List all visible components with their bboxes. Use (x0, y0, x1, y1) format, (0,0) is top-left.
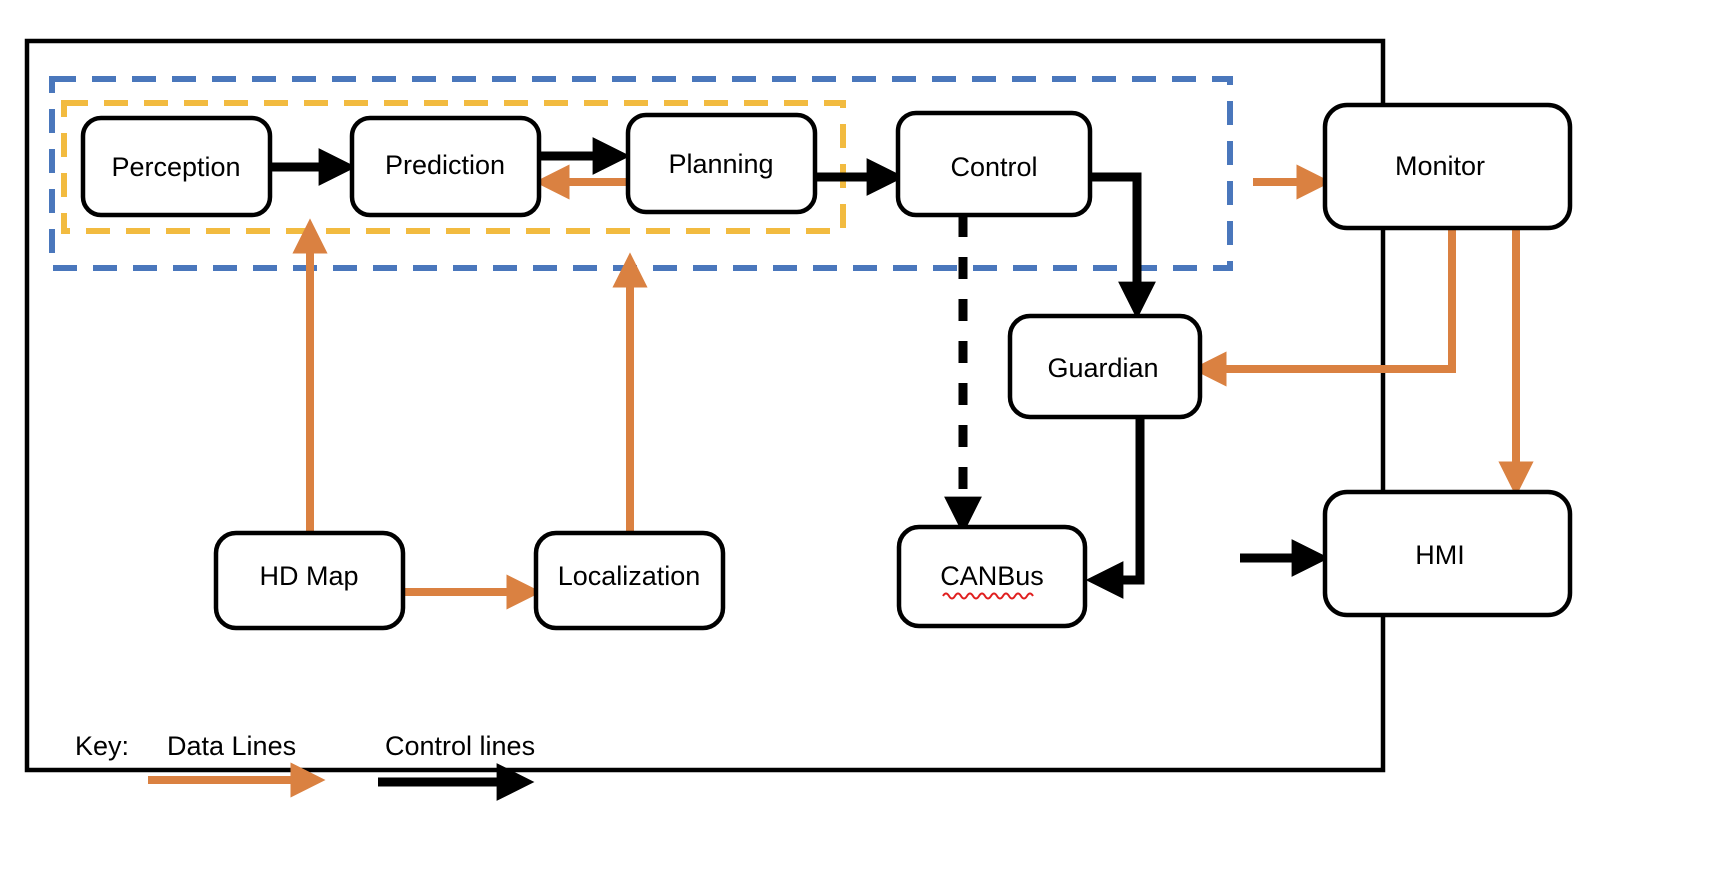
node-guardian-label: Guardian (1047, 353, 1158, 383)
node-monitor[interactable]: Monitor (1322, 102, 1573, 231)
node-perception-box[interactable] (80, 115, 273, 218)
edge-control-to-guardian (1090, 172, 1156, 320)
node-prediction-label: Prediction (385, 150, 505, 180)
legend-control-lines-label: Control lines (385, 731, 535, 761)
node-monitor-label: Monitor (1395, 151, 1485, 181)
node-hmi[interactable]: HMI (1322, 489, 1573, 618)
node-perception[interactable]: Perception (80, 115, 273, 218)
node-prediction[interactable]: Prediction (349, 115, 542, 218)
legend: Key: Data Lines Control lines (75, 731, 535, 801)
node-hdmap-box[interactable] (213, 530, 406, 631)
node-hmi-box[interactable] (1322, 489, 1573, 618)
node-planning[interactable]: Planning (625, 112, 818, 215)
node-prediction-box[interactable] (349, 115, 542, 218)
node-hdmap-label: HD Map (259, 561, 358, 591)
system-boundary-frame (24, 38, 1386, 773)
node-localization-label: Localization (558, 561, 701, 591)
node-guardian-box[interactable] (1007, 313, 1203, 420)
node-monitor-box[interactable] (1322, 102, 1573, 231)
node-control-box[interactable] (895, 110, 1093, 218)
node-localization[interactable]: Localization (533, 530, 726, 631)
node-canbus-box[interactable] (896, 524, 1088, 629)
edge-monitor-to-guardian-data (1191, 229, 1456, 387)
edge-guardian-to-canbus (1085, 415, 1145, 599)
node-planning-label: Planning (668, 149, 773, 179)
node-canbus[interactable]: CANBus (896, 524, 1088, 629)
legend-title: Key: (75, 731, 129, 761)
node-control-label: Control (950, 152, 1037, 182)
node-control[interactable]: Control (895, 110, 1093, 218)
node-guardian[interactable]: Guardian (1007, 313, 1203, 420)
node-hmi-label: HMI (1415, 540, 1465, 570)
spellcheck-underline-icon (942, 592, 1034, 600)
legend-data-lines-label: Data Lines (167, 731, 296, 761)
node-localization-box[interactable] (533, 530, 726, 631)
group-boundary-inner-dashed (61, 100, 846, 234)
node-canbus-label: CANBus (940, 561, 1044, 591)
node-hdmap[interactable]: HD Map (213, 530, 406, 631)
node-planning-box[interactable] (625, 112, 818, 215)
node-perception-label: Perception (111, 152, 240, 182)
